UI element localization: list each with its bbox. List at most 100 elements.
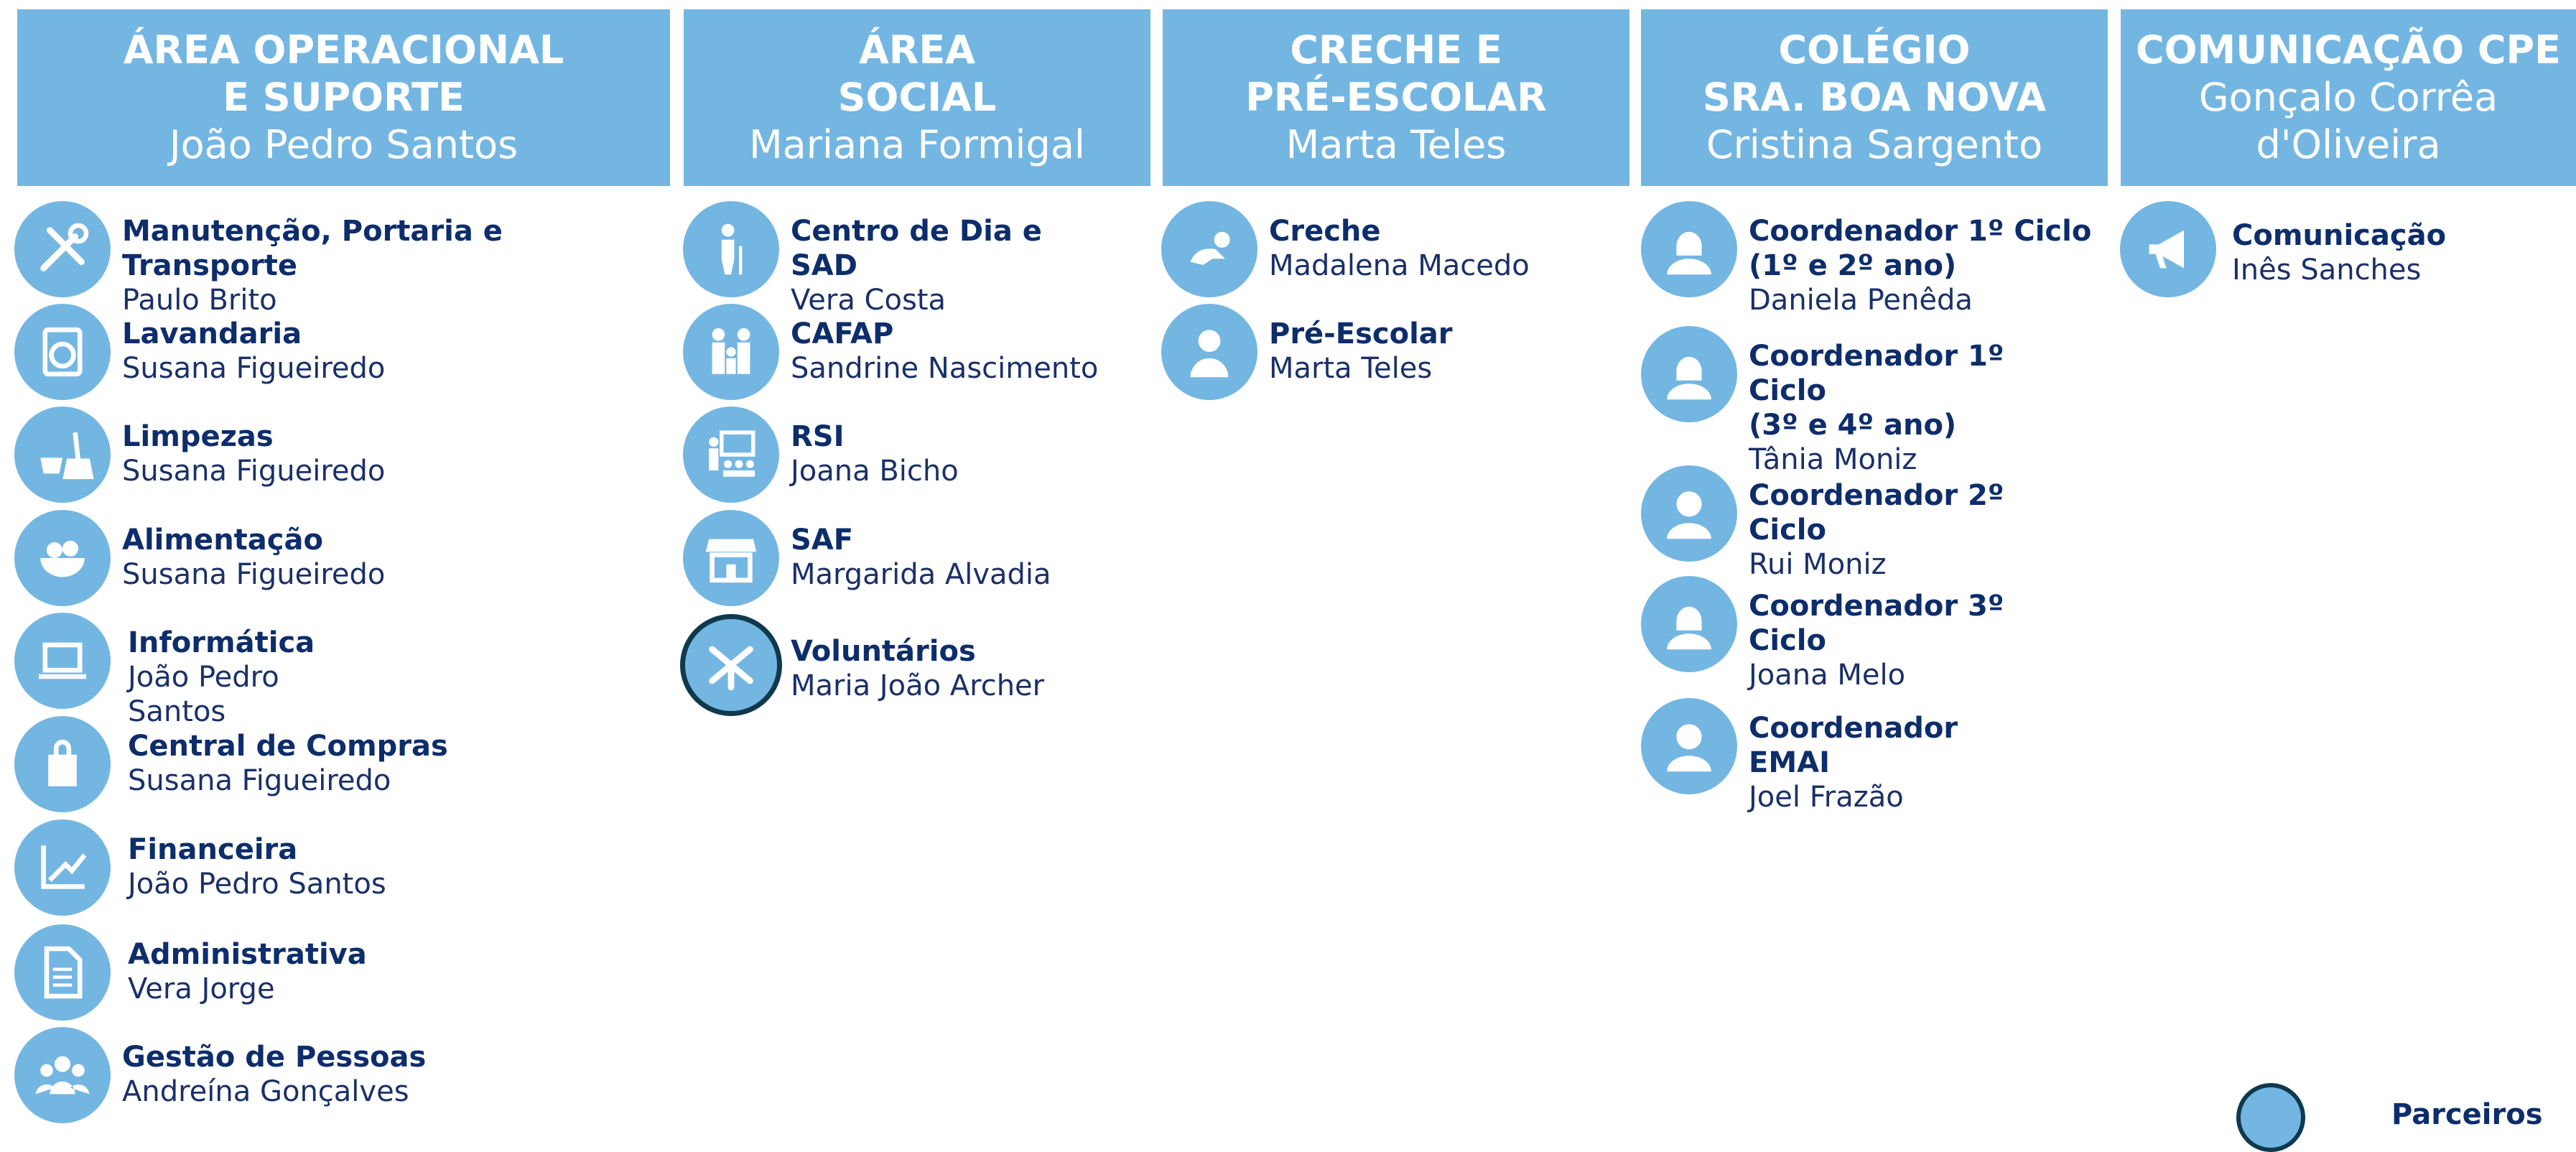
column-title: COLÉGIO SRA. BOA NOVA xyxy=(1702,27,2047,120)
family-icon xyxy=(683,304,779,400)
laptop-icon xyxy=(14,613,111,709)
people-group-icon xyxy=(14,1027,111,1123)
fruit-bowl-icon xyxy=(14,510,111,606)
classroom-icon xyxy=(683,407,779,503)
tools-icon xyxy=(14,201,111,297)
item-person: Susana Figueiredo xyxy=(122,352,386,385)
item-label: Alimentação xyxy=(122,524,323,557)
item-label: Manutenção, Portaria e Transporte xyxy=(122,215,503,282)
item-person: Susana Figueiredo xyxy=(128,764,391,797)
item-person: Madalena Macedo xyxy=(1269,249,1530,282)
item-label: Centro de Dia e SAD xyxy=(791,215,1042,282)
list-item-coord-1ciclo-a: Coordenador 1º Ciclo (1º e 2º ano)Daniel… xyxy=(1641,201,2091,317)
column-manager: Gonçalo Corrêa d'Oliveira xyxy=(2198,75,2498,167)
item-label: Lavandaria xyxy=(122,317,302,350)
megaphone-icon xyxy=(2120,201,2216,297)
item-label: Voluntários xyxy=(791,635,976,668)
column-title: ÁREA SOCIAL xyxy=(837,27,997,120)
washing-machine-icon xyxy=(14,304,111,400)
partial-item-label: Parceiros xyxy=(2391,1098,2543,1131)
item-person: Rui Moniz xyxy=(1749,548,1887,581)
partner-icon xyxy=(2236,1083,2305,1152)
hands-icon xyxy=(680,614,782,716)
item-label: Coordenador 3º Ciclo xyxy=(1749,590,2004,657)
item-label: Limpezas xyxy=(122,420,274,453)
column-title: CRECHE E PRÉ-ESCOLAR xyxy=(1245,27,1547,120)
column-manager: João Pedro Santos xyxy=(169,122,519,167)
column-manager: Mariana Formigal xyxy=(749,122,1085,167)
woman-icon xyxy=(1641,326,1737,422)
item-person: Daniela Penêda xyxy=(1749,284,1973,317)
item-person: Joel Frazão xyxy=(1749,781,1904,814)
man-icon xyxy=(1641,698,1737,794)
item-label: Administrativa xyxy=(128,938,367,971)
item-label: Coordenador 2º Ciclo xyxy=(1749,479,2004,547)
item-person: Andreína Gonçalves xyxy=(122,1075,409,1108)
item-label: Gestão de Pessoas xyxy=(122,1041,427,1074)
item-person: Joana Bicho xyxy=(791,455,959,488)
item-label: Informática xyxy=(128,626,315,659)
item-person: Marta Teles xyxy=(1269,352,1433,385)
item-label: Pré-Escolar xyxy=(1269,317,1453,350)
column-title: ÁREA OPERACIONAL E SUPORTE xyxy=(123,27,564,120)
column-manager: Marta Teles xyxy=(1285,122,1507,167)
man-icon xyxy=(1641,465,1737,562)
baby-icon xyxy=(1161,201,1257,297)
woman-icon xyxy=(1641,576,1737,672)
item-label: Creche xyxy=(1269,215,1381,248)
item-person: Sandrine Nascimento xyxy=(791,352,1099,385)
item-person: Susana Figueiredo xyxy=(122,558,386,591)
item-label: Comunicação xyxy=(2232,219,2447,252)
item-label: Coordenador 1º Ciclo (1º e 2º ano) xyxy=(1749,215,2092,282)
item-label: Financeira xyxy=(128,833,298,866)
list-item-coord-1ciclo-b: Coordenador 1º Ciclo (3º e 4º ano)Tânia … xyxy=(1641,326,2004,477)
item-person: Margarida Alvadia xyxy=(791,558,1051,591)
item-person: João Pedro Santos xyxy=(128,661,279,728)
item-person: Susana Figueiredo xyxy=(122,455,386,488)
elderly-icon xyxy=(683,201,779,297)
item-person: Vera Jorge xyxy=(128,972,275,1005)
item-person: Joana Melo xyxy=(1749,659,1906,692)
item-person: Tânia Moniz xyxy=(1749,443,1917,476)
cleaning-icon xyxy=(14,407,111,503)
shopping-bag-icon xyxy=(14,716,111,812)
header-area-social: ÁREA SOCIAL Mariana Formigal xyxy=(684,9,1150,186)
column-manager: Cristina Sargento xyxy=(1706,122,2043,167)
header-colegio: COLÉGIO SRA. BOA NOVA Cristina Sargento xyxy=(1641,9,2108,186)
finance-chart-icon xyxy=(14,819,111,916)
item-person: João Pedro Santos xyxy=(128,868,386,901)
item-person: Maria João Archer xyxy=(791,669,1045,702)
header-area-operacional: ÁREA OPERACIONAL E SUPORTE João Pedro Sa… xyxy=(17,9,670,186)
item-label: SAF xyxy=(791,524,854,557)
item-label: Coordenador EMAI xyxy=(1749,712,1958,779)
item-person: Vera Costa xyxy=(791,284,946,317)
document-icon xyxy=(14,924,111,1021)
item-person: Paulo Brito xyxy=(122,284,277,317)
item-label: Coordenador 1º Ciclo (3º e 4º ano) xyxy=(1749,340,2004,442)
item-label: RSI xyxy=(791,420,845,453)
item-label: CAFAP xyxy=(791,317,894,350)
header-comunicacao: COMUNICAÇÃO CPE Gonçalo Corrêa d'Oliveir… xyxy=(2121,9,2576,186)
item-label: Central de Compras xyxy=(128,730,448,763)
item-person: Inês Sanches xyxy=(2232,254,2422,287)
column-title: COMUNICAÇÃO CPE xyxy=(2135,27,2562,73)
woman-icon xyxy=(1641,201,1737,297)
